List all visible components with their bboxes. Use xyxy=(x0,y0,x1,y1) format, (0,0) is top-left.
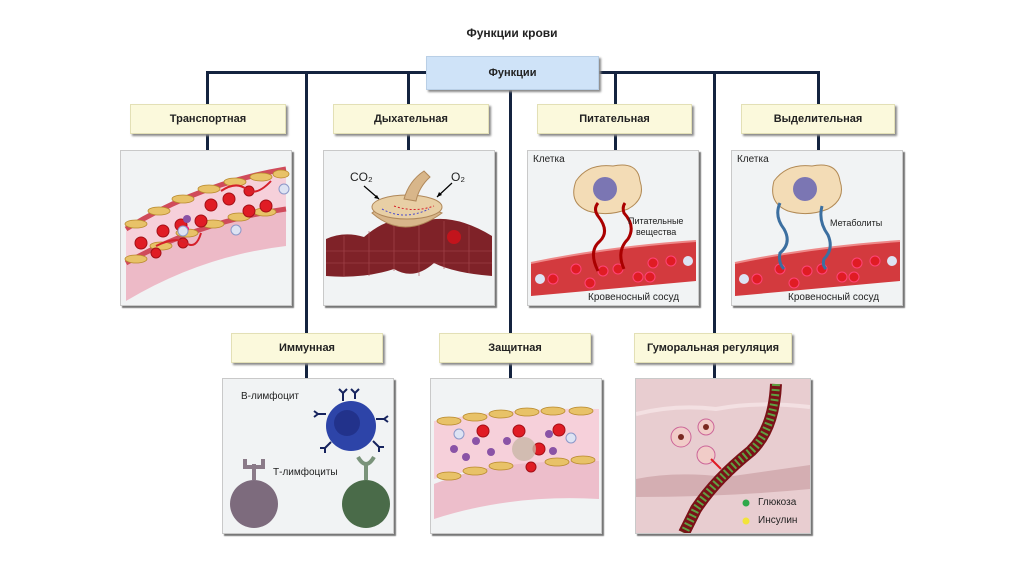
connector-protective-panel xyxy=(509,362,512,379)
panel-nutritive: Клетка Питательные вещества Кровеносный … xyxy=(527,150,699,306)
connector-respiratory-panel xyxy=(407,133,410,151)
cell-nutrients-icon xyxy=(530,164,697,296)
annotation-b-cell: В-лимфоцит xyxy=(241,391,299,402)
diagram-title: Функции крови xyxy=(466,26,558,40)
annotation-o2: O₂ xyxy=(451,170,465,184)
blood-vessel-with-cells-icon xyxy=(124,166,290,301)
connector-humoral xyxy=(713,71,716,334)
panel-transport xyxy=(120,150,292,306)
label-excretory: Выделительная xyxy=(741,104,895,134)
label-transport: Транспортная xyxy=(130,104,286,134)
lymphocytes-icon xyxy=(230,388,390,528)
label-respiratory: Дыхательная xyxy=(333,104,489,134)
connector-protective xyxy=(509,71,512,334)
label-immune: Иммунная xyxy=(231,333,383,363)
annotation-vessel: Кровеносный сосуд xyxy=(588,292,680,303)
annotation-vessel: Кровеносный сосуд xyxy=(788,292,880,303)
panel-immune: В-лимфоцит Т-лимфоциты xyxy=(222,378,394,534)
annotation-nutrients-1: Питательные xyxy=(628,216,684,226)
annotation-cell: Клетка xyxy=(737,154,769,165)
legend-glucose: Глюкоза xyxy=(758,497,797,508)
connector-transport xyxy=(206,71,209,105)
legend-insulin: Инсулин xyxy=(758,515,798,526)
annotation-metabolites: Метаболиты xyxy=(830,218,883,228)
annotation-nutrients-2: вещества xyxy=(636,227,677,237)
connector-immune-panel xyxy=(305,362,308,379)
connector-respiratory xyxy=(407,71,410,105)
label-humoral: Гуморальная регуляция xyxy=(634,333,792,363)
root-node-functions: Функции xyxy=(426,56,599,90)
blood-clot-icon xyxy=(434,406,599,519)
label-protective: Защитная xyxy=(439,333,591,363)
cell-metabolites-icon xyxy=(734,164,901,296)
annotation-t-cells: Т-лимфоциты xyxy=(273,467,338,478)
annotation-cell: Клетка xyxy=(533,154,565,165)
connector-humoral-panel xyxy=(713,362,716,379)
panel-humoral: Глюкоза Инсулин xyxy=(635,378,811,534)
connector-excretory-panel xyxy=(817,133,820,151)
connector-excretory xyxy=(817,71,820,105)
connector-nutritive xyxy=(614,71,617,105)
annotation-co2: CO₂ xyxy=(350,170,373,184)
panel-excretory: Клетка Метаболиты Кровеносный сосуд xyxy=(731,150,903,306)
panel-protective xyxy=(430,378,602,534)
alveolus-gas-exchange-icon xyxy=(326,170,492,277)
connector-transport-panel xyxy=(206,133,209,151)
label-nutritive: Питательная xyxy=(537,104,692,134)
connector-immune xyxy=(305,71,308,334)
hormone-transport-icon xyxy=(636,379,810,533)
connector-nutritive-panel xyxy=(614,133,617,151)
panel-respiratory: CO₂ O₂ xyxy=(323,150,495,306)
